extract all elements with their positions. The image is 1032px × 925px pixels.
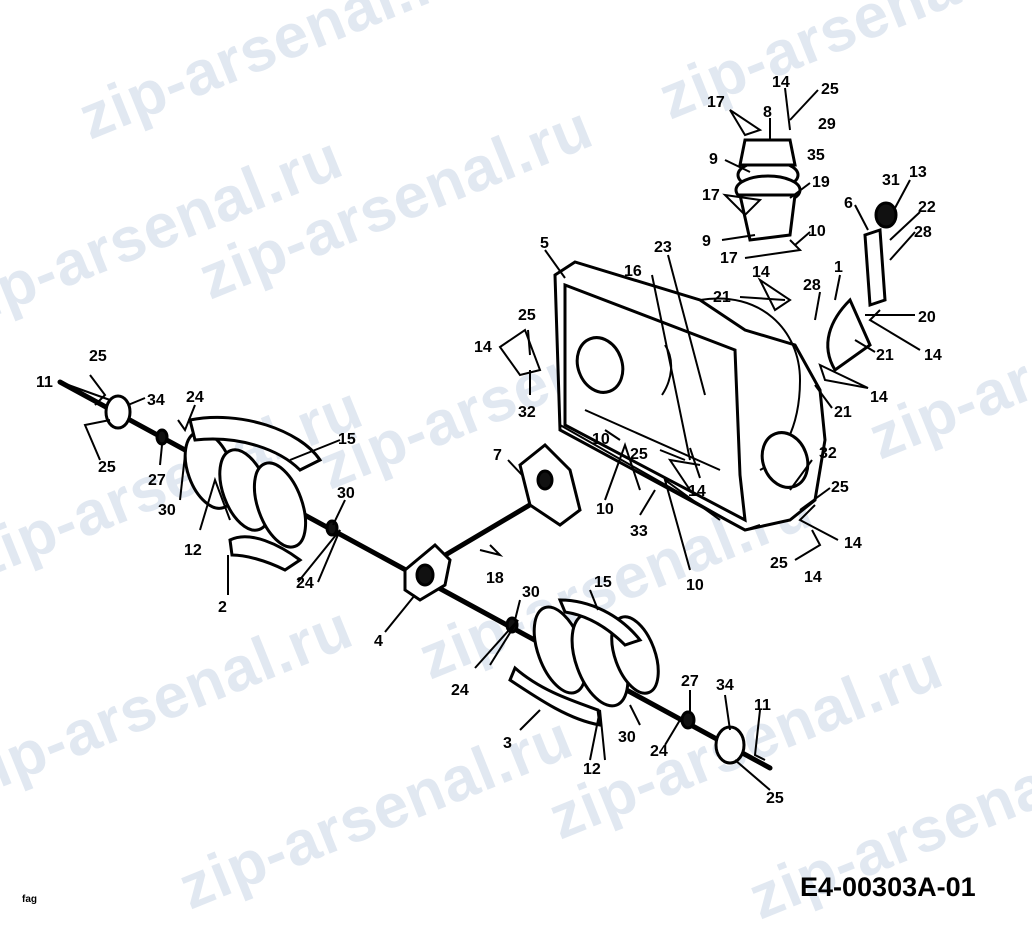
- callout-c30: 25: [518, 307, 536, 324]
- callout-c13: 22: [918, 199, 936, 216]
- callout-c51: 14: [844, 535, 862, 552]
- callout-c12: 6: [844, 195, 853, 212]
- callout-c57: 10: [686, 577, 704, 594]
- callout-c7: 9: [709, 151, 718, 168]
- callout-c55: 14: [804, 569, 822, 586]
- callout-c48: 12: [184, 542, 202, 559]
- callout-c11: 31: [882, 172, 900, 189]
- watermark-text: zip-arsenal.ru: [169, 703, 582, 923]
- callout-c25: 20: [918, 309, 936, 326]
- callout-c19: 1: [834, 259, 843, 276]
- callout-c40: 15: [338, 431, 356, 448]
- callout-c49: 10: [596, 501, 614, 518]
- callout-c47: 30: [337, 485, 355, 502]
- callout-c17: 17: [720, 250, 738, 267]
- callout-c61: 24: [451, 682, 469, 699]
- right-auger: [505, 598, 746, 765]
- callout-c36: 24: [186, 389, 204, 406]
- callout-c22: 16: [624, 263, 642, 280]
- callout-c27: 21: [876, 347, 894, 364]
- callout-c62: 27: [681, 673, 699, 690]
- callout-c3: 17: [707, 94, 725, 111]
- callout-c4: 8: [763, 104, 772, 121]
- leader-lines: [59, 87, 921, 791]
- callout-c69: 25: [766, 790, 784, 807]
- callout-c28: 14: [870, 389, 888, 406]
- callout-c16: 10: [808, 223, 826, 240]
- callout-c24: 28: [803, 277, 821, 294]
- callout-c46: 25: [831, 479, 849, 496]
- gearbox: [403, 442, 582, 602]
- callout-c60: 4: [374, 633, 383, 650]
- callout-c26: 14: [924, 347, 942, 364]
- callout-c56: 18: [486, 570, 504, 587]
- callout-c45: 32: [819, 445, 837, 462]
- callout-c9: 17: [702, 187, 720, 204]
- callout-c50: 33: [630, 523, 648, 540]
- diagram-code: E4-00303A-01: [800, 872, 976, 902]
- callout-c43: 7: [493, 447, 502, 464]
- callout-c33: 25: [89, 348, 107, 365]
- callout-c54: 25: [770, 555, 788, 572]
- callout-labels: 14 25 17 8 29 35 9 19 17 13 31 6 22 28 9…: [36, 74, 942, 807]
- callout-c21: 23: [654, 239, 672, 256]
- callout-c14: 28: [914, 224, 932, 241]
- callout-c35: 34: [147, 392, 165, 409]
- callout-c20: 5: [540, 235, 549, 252]
- callout-c10: 13: [909, 164, 927, 181]
- left-auger: [104, 394, 339, 572]
- callout-c31: 14: [474, 339, 492, 356]
- callout-c6: 35: [807, 147, 825, 164]
- callout-c64: 11: [754, 697, 771, 714]
- callout-c59: 30: [522, 584, 540, 601]
- callout-c53: 24: [296, 575, 314, 592]
- callout-c42: 25: [630, 446, 648, 463]
- callout-c18: 14: [752, 264, 770, 281]
- callout-c58: 15: [594, 574, 612, 591]
- callout-c37: 25: [98, 459, 116, 476]
- watermark-text: zip-arsenal.ru: [0, 593, 362, 813]
- auger-housing: [553, 260, 827, 532]
- callout-c65: 3: [503, 735, 512, 752]
- callout-c34: 11: [36, 374, 53, 391]
- callout-c52: 2: [218, 599, 227, 616]
- callout-c38: 27: [148, 472, 166, 489]
- watermark-text: zip-arsenal.ru: [69, 0, 482, 153]
- callout-c8: 19: [812, 174, 830, 191]
- callout-c32: 32: [518, 404, 536, 421]
- watermark-text: zip-arsenal.ru: [649, 0, 1032, 133]
- callout-c39: 30: [158, 502, 176, 519]
- callout-c63: 34: [716, 677, 734, 694]
- callout-c41: 10: [592, 431, 610, 448]
- callout-c1: 14: [772, 74, 790, 91]
- callout-c15: 9: [702, 233, 711, 250]
- callout-c66: 30: [618, 729, 636, 746]
- callout-c68: 12: [583, 761, 601, 778]
- callout-c23: 21: [713, 289, 731, 306]
- callout-c29: 21: [834, 404, 852, 421]
- callout-c67: 24: [650, 743, 668, 760]
- corner-tag: fag: [22, 894, 37, 905]
- discharge-chute: [734, 138, 898, 373]
- callout-c2: 25: [821, 81, 839, 98]
- callout-c44: 14: [688, 483, 706, 500]
- callout-c5: 29: [818, 116, 836, 133]
